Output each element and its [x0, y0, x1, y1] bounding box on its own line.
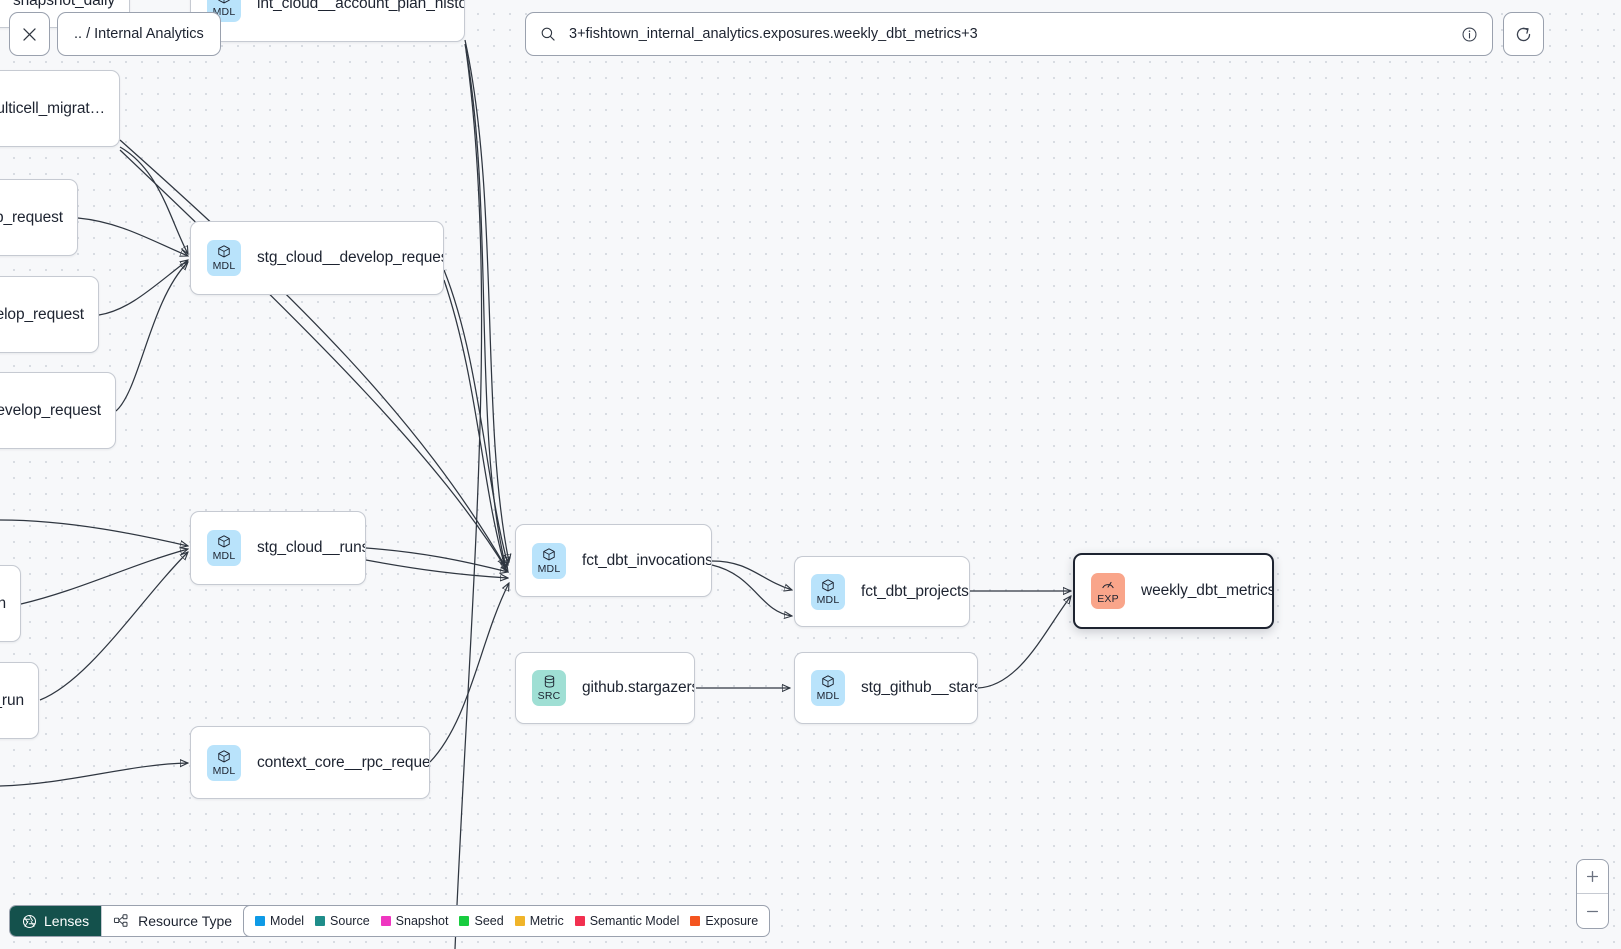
legend-swatch: [514, 916, 525, 926]
legend-label: Model: [270, 914, 305, 928]
lineage-search-bar[interactable]: [525, 12, 1493, 56]
lineage-node-op_request[interactable]: op_request: [0, 179, 78, 256]
lineage-node-label: n: [0, 595, 6, 613]
lineage-node-weekly_dbt_metrics[interactable]: EXP weekly_dbt_metrics: [1073, 553, 1274, 629]
legend-item-seed[interactable]: Seed: [459, 914, 504, 928]
zoom-in-button[interactable]: [1577, 860, 1608, 894]
refresh-button[interactable]: [1503, 12, 1544, 56]
aperture-icon: [22, 914, 37, 928]
lenses-label: Lenses: [44, 913, 90, 929]
zoom-out-button[interactable]: [1577, 894, 1608, 928]
search-icon: [541, 27, 555, 41]
lineage-node-label: int_cloud__account_plan_history: [257, 0, 465, 12]
legend-item-semantic-model[interactable]: Semantic Model: [574, 914, 680, 928]
lineage-node-fct_dbt_projects[interactable]: MDL fct_dbt_projects: [794, 556, 970, 627]
lineage-node-label: github.stargazers: [582, 679, 695, 696]
lineage-node-fct_dbt_invocations[interactable]: MDL fct_dbt_invocations: [515, 524, 712, 597]
lineage-node-label: _run: [0, 691, 24, 709]
lineage-node-label: stg_cloud__develop_requests: [257, 249, 444, 266]
minus-icon: [1586, 910, 1599, 912]
legend-label: Source: [330, 914, 370, 928]
lineage-node-label: fct_dbt_projects: [861, 582, 969, 600]
legend-label: Snapshot: [395, 914, 449, 928]
nodes-icon: [114, 914, 128, 927]
mdl-badge-icon: MDL: [811, 670, 845, 706]
mdl-badge-icon: MDL: [532, 542, 566, 579]
search-input[interactable]: [567, 25, 1450, 43]
mdl-badge-icon: MDL: [811, 573, 845, 610]
lineage-node-stg_cloud__runs[interactable]: MDL stg_cloud__runs: [190, 511, 366, 585]
lineage-node-github.stargazers[interactable]: SRC github.stargazers: [515, 652, 695, 724]
legend-item-source[interactable]: Source: [315, 914, 370, 928]
lineage-node-label: stg_github__stars: [861, 679, 978, 696]
lineage-node-label: weekly_dbt_metrics: [1141, 582, 1274, 599]
lineage-node-stg_github__stars[interactable]: MDL stg_github__stars: [794, 652, 978, 724]
lineage-node-label: context_core__rpc_request: [257, 753, 430, 771]
close-button[interactable]: [9, 12, 50, 56]
lineage-node-label: op_request: [0, 208, 63, 226]
legend-item-model[interactable]: Model: [255, 914, 304, 928]
lineage-node-label: stg_cloud__runs: [257, 539, 366, 556]
lineage-node-label: snapshot_daily: [12, 0, 115, 9]
zoom-controls: [1576, 859, 1609, 929]
lineage-node-run_node[interactable]: _run: [0, 662, 39, 739]
lineage-node-label: multicell_migrat…: [0, 99, 105, 117]
mdl-badge-icon: MDL: [207, 744, 241, 781]
resource-type-label: Resource Type: [138, 913, 233, 929]
refresh-icon: [1516, 27, 1531, 41]
lineage-node-context_core__rpc_request[interactable]: MDL context_core__rpc_request: [190, 726, 430, 799]
lineage-node-label: _develop_request: [0, 401, 101, 419]
legend-swatch: [459, 916, 470, 926]
mdl-badge-icon: MDL: [207, 240, 241, 276]
lineage-node-develop_request[interactable]: _develop_request: [0, 372, 116, 449]
legend-swatch: [690, 916, 701, 926]
legend-item-exposure[interactable]: Exposure: [690, 914, 758, 928]
legend-swatch: [380, 916, 391, 926]
lineage-node-label: fct_dbt_invocations: [582, 551, 712, 569]
mdl-badge-icon: MDL: [207, 530, 241, 566]
lineage-node-stg_cloud__develop_requests[interactable]: MDL stg_cloud__develop_requests: [190, 221, 444, 295]
lineage-node-multicell_migrat[interactable]: multicell_migrat…: [0, 70, 120, 147]
plus-icon: [1586, 870, 1599, 883]
lens-controls-group: Lenses Resource Type: [9, 905, 267, 937]
src-badge-icon: SRC: [532, 670, 566, 706]
legend-swatch: [574, 916, 585, 926]
resource-type-legend: Model Source Snapshot Seed Metric Semantic Mo…: [243, 905, 771, 937]
info-icon[interactable]: [1461, 26, 1478, 43]
lenses-button[interactable]: Lenses: [10, 906, 102, 936]
legend-label: Metric: [529, 914, 564, 928]
lineage-node-velop_request[interactable]: velop_request: [0, 276, 99, 353]
legend-swatch: [315, 916, 326, 926]
breadcrumb-label: .. / Internal Analytics: [74, 26, 204, 42]
exp-badge-icon: EXP: [1091, 573, 1125, 609]
breadcrumb[interactable]: .. / Internal Analytics: [57, 12, 221, 56]
legend-label: Semantic Model: [589, 914, 680, 928]
legend-swatch: [255, 916, 265, 926]
legend-item-snapshot[interactable]: Snapshot: [380, 914, 449, 928]
legend-item-metric[interactable]: Metric: [514, 914, 564, 928]
lineage-node-label: velop_request: [0, 305, 84, 323]
lineage-node-n_node[interactable]: n: [0, 565, 21, 642]
close-icon: [23, 27, 36, 41]
resource-type-dropdown[interactable]: Resource Type: [101, 906, 266, 936]
legend-label: Exposure: [705, 914, 759, 928]
legend-label: Seed: [474, 914, 504, 928]
